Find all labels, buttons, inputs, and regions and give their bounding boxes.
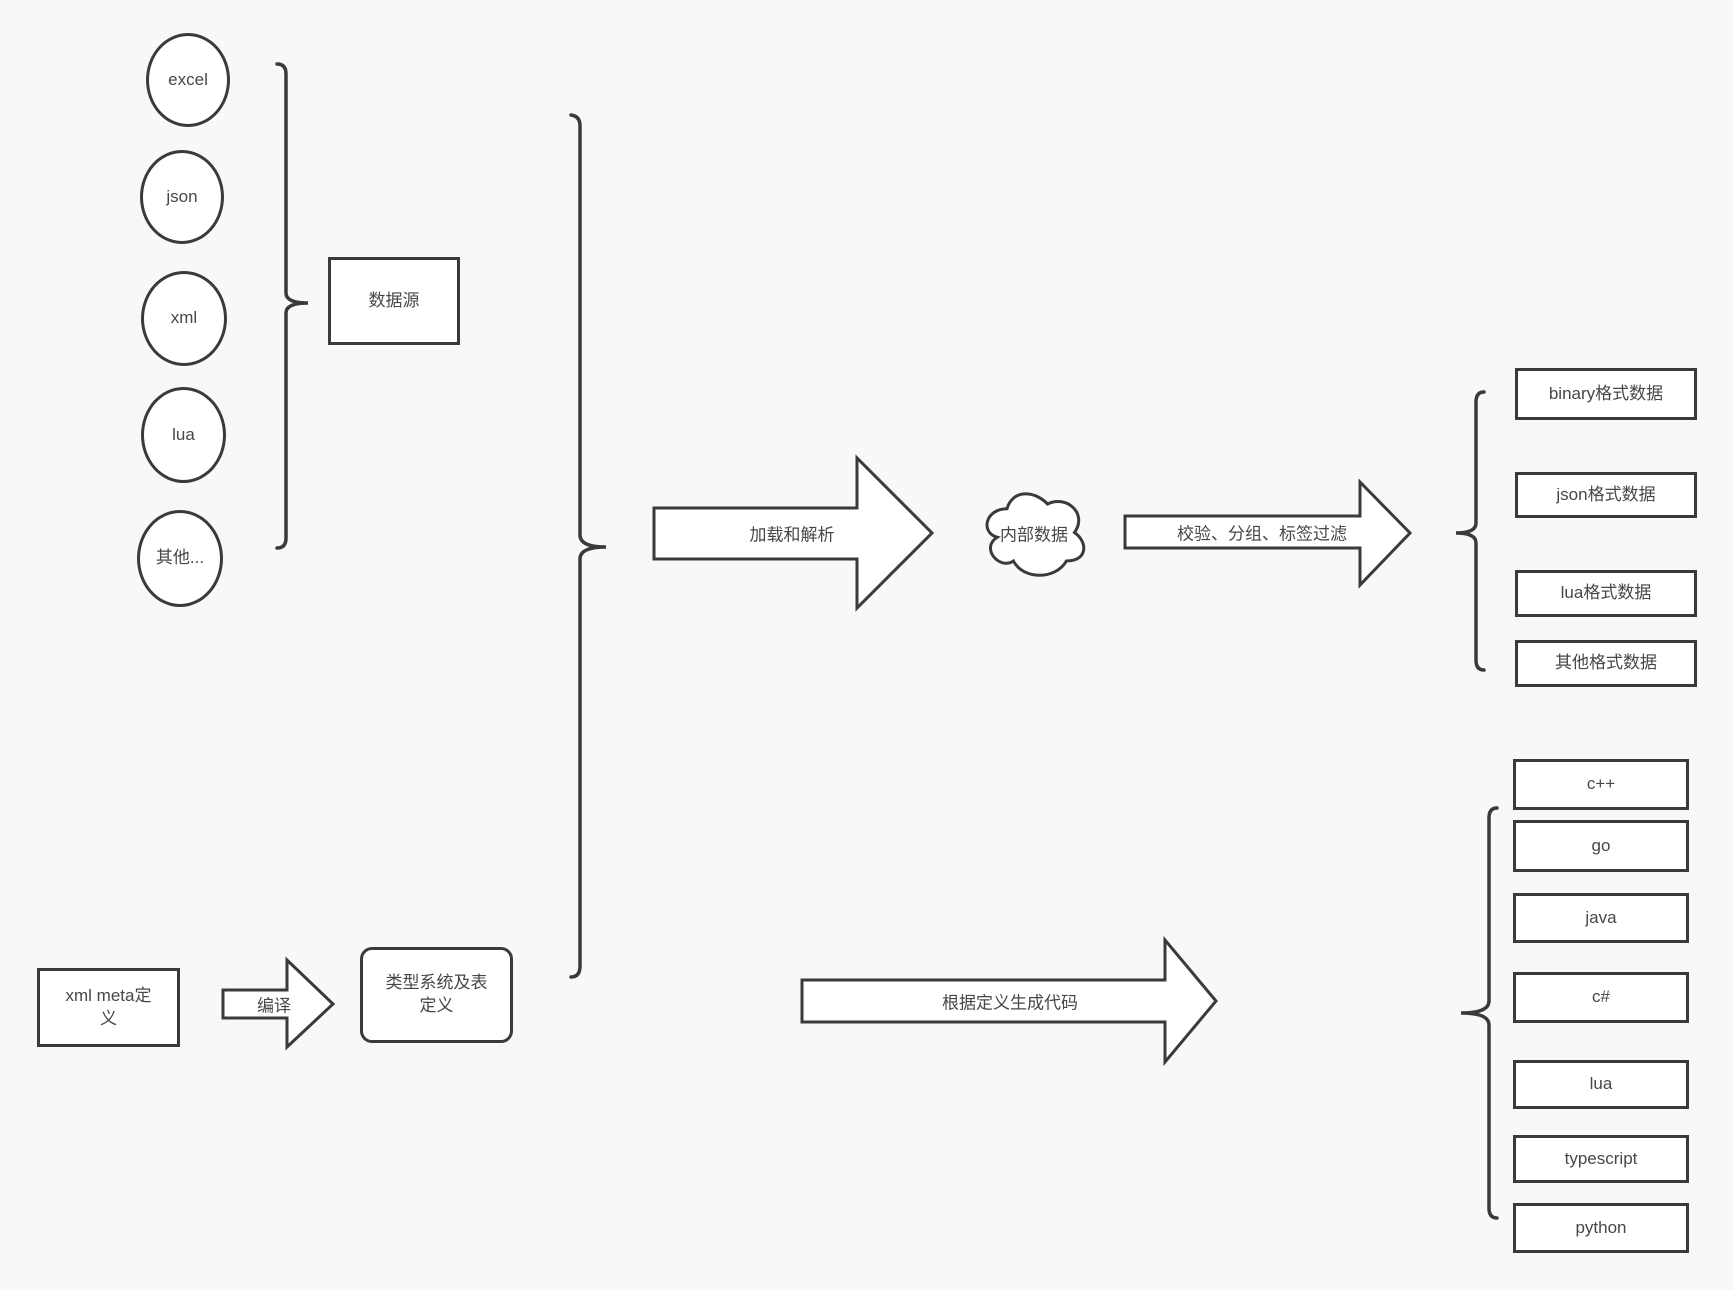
language-box-cpp-label: c++ (1586, 774, 1616, 794)
compile-label: 编译 (257, 996, 291, 1016)
languages-group-brace (1460, 806, 1499, 1220)
source-circle-json: json (140, 150, 224, 244)
filter-label: 校验、分组、标签过滤 (1177, 524, 1347, 544)
language-box-go: go (1513, 820, 1689, 872)
format-box-lua: lua格式数据 (1515, 570, 1697, 617)
formats-group-brace (1455, 390, 1486, 672)
data-source-box: 数据源 (328, 257, 460, 345)
load-parse-label: 加载和解析 (749, 525, 835, 545)
format-box-lua-label: lua格式数据 (1560, 583, 1652, 603)
language-box-typescript: typescript (1513, 1135, 1689, 1183)
format-box-binary: binary格式数据 (1515, 368, 1697, 420)
codegen-label: 根据定义生成代码 (942, 993, 1078, 1013)
format-box-json: json格式数据 (1515, 472, 1697, 518)
source-circle-xml-label: xml (170, 308, 198, 328)
language-box-lua: lua (1513, 1060, 1689, 1109)
source-circle-excel: excel (146, 33, 230, 127)
type-system-label: 类型系统及表定义 (385, 973, 488, 1015)
source-circle-xml: xml (141, 271, 227, 366)
xml-meta-label: xml meta定义 (65, 985, 152, 1028)
source-circle-lua: lua (141, 387, 226, 483)
source-circle-excel-label: excel (168, 69, 208, 89)
language-box-csharp: c# (1513, 972, 1689, 1023)
xml-meta-box: xml meta定义 (37, 968, 180, 1047)
source-circle-other-label: 其他... (155, 548, 205, 568)
language-box-python-label: python (1575, 1217, 1627, 1237)
internal-data-label: 内部数据 (1000, 525, 1068, 545)
source-circle-json-label: json (166, 186, 198, 206)
language-box-csharp-label: c# (1592, 987, 1610, 1007)
format-box-other: 其他格式数据 (1515, 640, 1697, 687)
source-group-brace (275, 62, 309, 550)
language-box-typescript-label: typescript (1564, 1148, 1638, 1168)
language-box-python: python (1513, 1203, 1689, 1253)
source-circle-lua-label: lua (172, 424, 195, 444)
language-box-cpp: c++ (1513, 759, 1689, 810)
format-box-binary-label: binary格式数据 (1548, 383, 1664, 403)
language-box-java: java (1513, 893, 1689, 943)
pipeline-input-brace (569, 113, 607, 979)
format-box-other-label: 其他格式数据 (1555, 653, 1657, 673)
source-circle-other: 其他... (137, 510, 223, 607)
language-box-lua-label: lua (1589, 1074, 1613, 1094)
language-box-java-label: java (1585, 907, 1617, 927)
type-system-box: 类型系统及表定义 (360, 947, 513, 1043)
format-box-json-label: json格式数据 (1556, 484, 1656, 504)
language-box-go-label: go (1591, 835, 1611, 855)
data-source-label: 数据源 (368, 290, 420, 310)
